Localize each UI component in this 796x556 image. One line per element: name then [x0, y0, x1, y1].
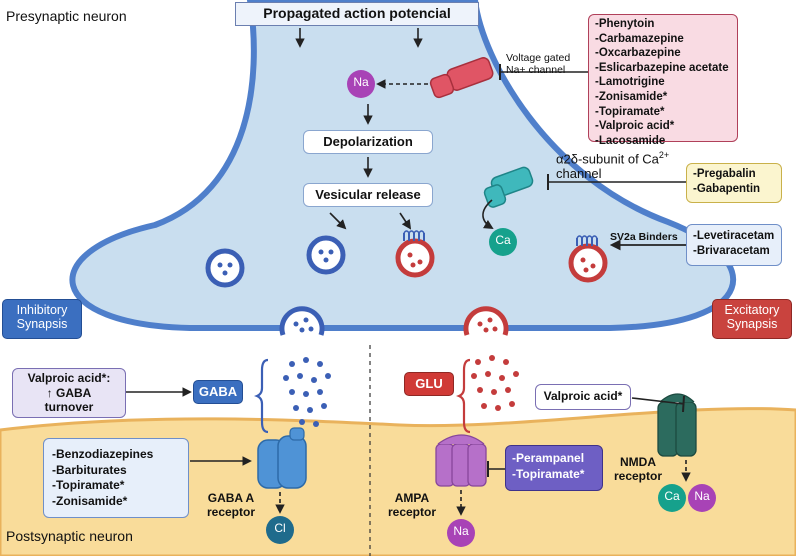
ampa-receptor-label: AMPA receptor: [382, 491, 442, 520]
drug-item: -Zonisamide*: [52, 493, 128, 508]
gaba-neurotransmitters: [283, 357, 331, 427]
vesicle-inhibitory: [205, 248, 245, 288]
valproic-gaba-line: ↑ GABA: [46, 385, 92, 400]
drug-item: -Pregabalin: [693, 168, 756, 180]
ca-subunit-label: α2δ-subunit of Ca2+ channel: [556, 150, 669, 182]
gaba-a-receptor: [257, 427, 307, 489]
valproic-gaba-line: turnover: [44, 400, 94, 414]
sv2a-drug-box: -Levetiracetam -Brivaracetam: [686, 224, 782, 266]
vesicular-release-box: Vesicular release: [303, 183, 433, 207]
drug-item: -Carbamazepine: [595, 32, 684, 45]
valproic-nmda-box: Valproic acid*: [535, 384, 631, 410]
nmda-receptor-label: NMDA receptor: [610, 455, 666, 484]
action-potential-box: Propagated action potencial: [235, 2, 479, 26]
presynaptic-label: Presynaptic neuron: [6, 8, 127, 24]
ca-subunit-prefix: α2δ-subunit of Ca: [556, 151, 659, 167]
ampa-drug-box: -Perampanel -Topiramate*: [505, 445, 603, 491]
valproic-gaba-box: Valproic acid*: ↑ GABA turnover: [12, 368, 126, 418]
gaba-tag: GABA: [193, 380, 243, 404]
vg-channel-label: Voltage gated Na+ channel: [506, 52, 570, 76]
drug-item: -Valproic acid*: [595, 120, 675, 133]
drug-item: -Topiramate*: [512, 466, 585, 481]
na-ion-label: Na: [453, 524, 469, 538]
arrow: [482, 199, 494, 229]
inhibitory-line: Synapsis: [16, 317, 68, 331]
ca-ion-label: Ca: [664, 489, 680, 503]
ca-ion-label: Ca: [495, 233, 511, 247]
ca-ion: [489, 228, 517, 256]
drug-item: -Oxcarbazepine: [595, 47, 681, 60]
drug-item: -Topiramate*: [595, 105, 665, 118]
ca-subunit-suffix: channel: [556, 166, 602, 182]
glu-tag: GLU: [404, 372, 454, 396]
drug-item: -Zonisamide*: [595, 90, 668, 103]
na-channel-drug-box: -Phenytoin -Carbamazepine -Oxcarbazepine…: [588, 14, 738, 147]
drug-item: -Lacosamide: [595, 134, 666, 147]
arrow: [329, 212, 347, 230]
glu-neurotransmitters: [471, 355, 519, 411]
presynaptic-terminal: [69, 0, 737, 331]
excitatory-line: Synapsis: [726, 317, 778, 331]
drug-item: -Brivaracetam: [693, 244, 770, 257]
ca-drug-box: -Pregabalin -Gabapentin: [686, 163, 782, 203]
drug-item: -Perampanel: [512, 451, 585, 465]
vesicle-excitatory-sv2a: [568, 235, 608, 283]
ampa-receptor-line: AMPA: [394, 491, 430, 505]
gaba-a-receptor-line: receptor: [206, 504, 256, 519]
gaba-brace: [254, 358, 269, 434]
gaba-a-receptor-line: GABA A: [207, 491, 255, 505]
vesicle-inhibitory: [306, 235, 346, 275]
na-ion: [447, 519, 475, 547]
na-ion: [688, 484, 716, 512]
inhibitory-synapsis-tag: Inhibitory Synapsis: [2, 299, 82, 339]
ampa-receptor-line: receptor: [387, 504, 437, 519]
drug-item: -Barbiturates: [52, 462, 127, 477]
voltage-gated-na-channel: [429, 57, 494, 99]
drug-item: -Lamotrigine: [595, 76, 665, 89]
vg-channel-label-line: Voltage gated: [506, 52, 571, 64]
arrow: [399, 212, 412, 230]
drug-item: -Topiramate*: [52, 478, 125, 492]
na-ion: [347, 70, 375, 98]
ampa-receptor: [435, 434, 487, 487]
inhibition-bar: [682, 395, 685, 413]
vesicle-excitatory-sv2a: [395, 230, 435, 278]
ca-ion: [658, 484, 686, 512]
na-ion-label: Na: [694, 489, 710, 503]
sv2a-label: SV2a Binders: [610, 231, 678, 243]
ca-subunit-sup: 2+: [658, 150, 670, 160]
depolarization-box: Depolarization: [303, 130, 433, 154]
cl-ion-label: Cl: [274, 521, 286, 535]
nmda-receptor: [657, 393, 697, 457]
drug-item: -Benzodiazepines: [52, 447, 154, 461]
fusing-vesicle-excitatory: [463, 306, 509, 336]
vg-channel-label-line: Na+ channel: [506, 64, 566, 77]
drug-item: -Levetiracetam: [693, 230, 775, 242]
drug-item: -Gabapentin: [693, 182, 761, 195]
excitatory-line: Excitatory: [724, 303, 780, 317]
nmda-receptor-line: receptor: [613, 468, 663, 483]
glu-brace: [456, 358, 471, 434]
nmda-receptor-line: NMDA: [620, 455, 656, 469]
drug-item: -Phenytoin: [595, 18, 655, 30]
cl-ion: [266, 516, 294, 544]
na-ion-label: Na: [353, 75, 369, 89]
fusing-vesicle-inhibitory: [279, 306, 325, 336]
gaba-a-drug-box: -Benzodiazepines -Barbiturates -Topirama…: [43, 438, 189, 518]
inhibition-line: [631, 397, 685, 405]
postsynaptic-label: Postsynaptic neuron: [6, 528, 133, 544]
gaba-a-receptor-label: GABA A receptor: [198, 491, 264, 520]
inhibitory-line: Inhibitory: [16, 303, 68, 317]
drug-item: -Eslicarbazepine acetate: [595, 61, 729, 74]
valproic-gaba-line: Valproic acid*:: [27, 371, 111, 385]
excitatory-synapsis-tag: Excitatory Synapsis: [712, 299, 792, 339]
